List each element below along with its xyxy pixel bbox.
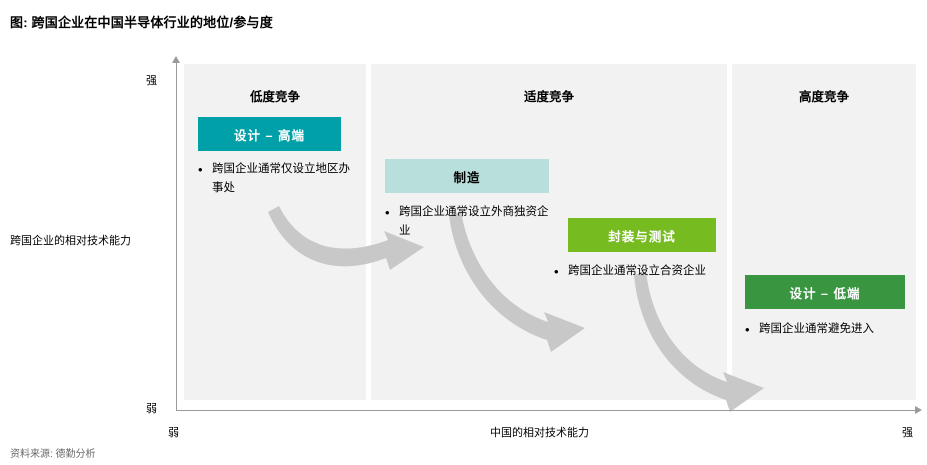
bullet-marker: • [385,205,390,220]
y-axis-low-tick: 弱 [146,403,157,415]
page-title: 图: 跨国企业在中国半导体行业的地位/参与度 [10,15,273,30]
bullet-text: 跨国企业通常避免进入 [759,323,874,335]
x-axis-line [176,410,917,411]
y-axis-arrow-icon [172,56,180,63]
bullet-text: 跨国企业通常仅设立地区办事处 [212,163,350,194]
bullet-item: • 跨国企业通常避免进入 [745,320,920,339]
box-design-low-end: 设计 – 低端 [745,275,905,309]
y-axis-high-tick: 强 [146,75,157,87]
panel-high-competition: 高度竞争 [732,64,916,400]
bullet-marker: • [745,322,750,337]
bullet-item: • 跨国企业通常设立外商独资企业 [385,203,555,241]
box-design-high-end: 设计 – 高端 [198,117,341,151]
y-axis-label: 跨国企业的相对技术能力 [10,235,131,247]
box-packaging-and-testing: 封装与测试 [568,218,716,252]
panel-low-competition: 低度竞争 [184,64,366,400]
bullet-text: 跨国企业通常设立外商独资企业 [399,206,549,237]
bullet-item: • 跨国企业通常设立合资企业 [554,262,724,281]
bullet-item: • 跨国企业通常仅设立地区办事处 [198,160,358,198]
panel-low-competition-title: 低度竞争 [249,90,300,104]
panel-high-competition-title: 高度竞争 [798,90,849,104]
bullet-text: 跨国企业通常设立合资企业 [568,265,706,277]
panel-moderate-competition-title: 适度竞争 [523,90,574,104]
y-axis-line [176,62,177,410]
x-axis-arrow-icon [915,406,922,414]
x-axis-label: 中国的相对技术能力 [490,427,589,439]
x-axis-high-tick: 强 [902,427,913,439]
box-manufacturing: 制造 [385,159,549,193]
source-note: 资料来源: 德勤分析 [10,449,96,460]
bullet-marker: • [554,264,559,279]
x-axis-low-tick: 弱 [168,427,179,439]
bullet-marker: • [198,162,203,177]
